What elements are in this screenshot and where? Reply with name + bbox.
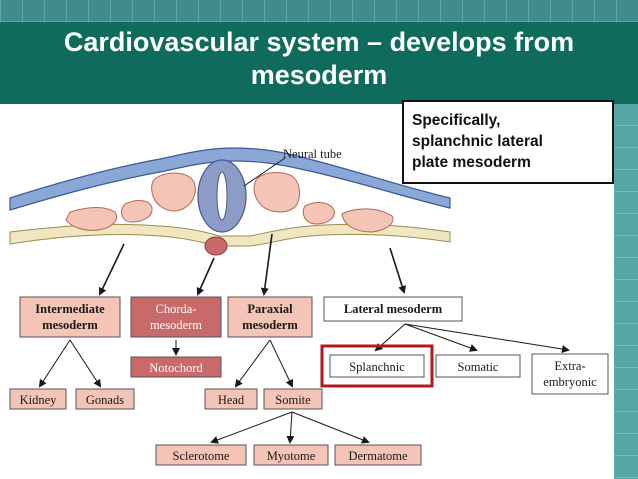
neural-tube-lumen (216, 171, 228, 221)
decorative-side-bar (614, 104, 638, 479)
arrow-to-lateral (389, 247, 406, 294)
paraxial-mesoderm-left (151, 172, 196, 212)
callout-line-3: plate mesoderm (412, 154, 531, 171)
splanchnic-highlight (320, 344, 434, 388)
endoderm-layer (9, 223, 451, 247)
arrow-to-myotome (286, 411, 295, 444)
slide-title-line-2: mesoderm (250, 60, 388, 90)
sclerotome-label: Sclerotome (173, 449, 230, 463)
notochord-shape (204, 236, 228, 256)
lateral-label: Lateral mesoderm (344, 302, 443, 316)
dermatome-label: Dermatome (348, 449, 407, 463)
intermediate-mesoderm-right (302, 202, 335, 225)
paraxial-label-line-2: mesoderm (242, 318, 298, 332)
myotome-box: Myotome (253, 444, 329, 466)
lateral-mesoderm-box: Lateral mesoderm (323, 296, 463, 322)
arrow-to-head (234, 339, 271, 388)
chordamesoderm-box: Chorda- mesoderm (130, 296, 222, 338)
gonads-label: Gonads (86, 393, 124, 407)
paraxial-mesoderm-box: Paraxial mesoderm (227, 296, 313, 338)
kidney-box: Kidney (9, 388, 67, 410)
callout-line-1: Specifically, (412, 112, 501, 129)
arrow-to-extraembryonic (404, 323, 570, 354)
arrow-to-dermatome (291, 411, 370, 444)
arrow-to-intermediate (98, 243, 125, 296)
head-label: Head (218, 393, 245, 407)
lateral-mesoderm-right (341, 208, 394, 233)
ectoderm-layer (9, 147, 451, 211)
neural-tube-leader (243, 157, 286, 187)
neural-tube-label: Neural tube (283, 147, 342, 161)
slide-title: Cardiovascular system – develops from me… (0, 26, 638, 92)
myotome-label: Myotome (267, 449, 316, 463)
arrow-to-kidney (38, 339, 71, 388)
intermediate-label-line-2: mesoderm (42, 318, 98, 332)
callout-line-2: splanchnic lateral (412, 133, 543, 150)
somite-box: Somite (263, 388, 323, 410)
somatic-box: Somatic (435, 354, 521, 378)
arrow-to-sclerotome (210, 411, 293, 444)
intermediate-label-line-1: Intermediate (35, 302, 105, 316)
intermediate-mesoderm-left (121, 200, 153, 223)
specifically-callout: Specifically, splanchnic lateral plate m… (402, 100, 614, 184)
intermediate-mesoderm-box: Intermediate mesoderm (19, 296, 121, 338)
head-box: Head (204, 388, 258, 410)
extraembryonic-label-line-2: embryonic (543, 375, 597, 389)
extraembryonic-box: Extra- embryonic (531, 353, 609, 395)
chorda-label-line-2: mesoderm (150, 318, 202, 332)
extraembryonic-label-line-1: Extra- (554, 359, 585, 373)
sclerotome-box: Sclerotome (155, 444, 247, 466)
kidney-label: Kidney (20, 393, 58, 407)
decorative-tile-strip (0, 0, 638, 22)
chorda-label-line-1: Chorda- (156, 302, 197, 316)
arrow-to-paraxial (260, 233, 273, 296)
arrow-to-gonads (69, 339, 102, 388)
arrow-to-chorda (196, 257, 215, 296)
notochord-box: Notochord (130, 356, 222, 378)
slide-title-line-1: Cardiovascular system – develops from (63, 27, 575, 57)
lateral-mesoderm-left (65, 207, 117, 231)
splanchnic-box: Splanchnic (329, 354, 425, 378)
notochord-label: Notochord (149, 361, 203, 375)
title-bar (0, 22, 638, 104)
somatic-label: Somatic (458, 360, 499, 374)
arrow-to-somatic (404, 323, 478, 352)
somite-label: Somite (275, 393, 311, 407)
gonads-box: Gonads (75, 388, 135, 410)
paraxial-mesoderm-right (253, 172, 300, 213)
dermatome-box: Dermatome (334, 444, 422, 466)
arrow-to-somite (269, 339, 294, 388)
splanchnic-label: Splanchnic (349, 360, 405, 374)
paraxial-label-line-1: Paraxial (247, 302, 293, 316)
